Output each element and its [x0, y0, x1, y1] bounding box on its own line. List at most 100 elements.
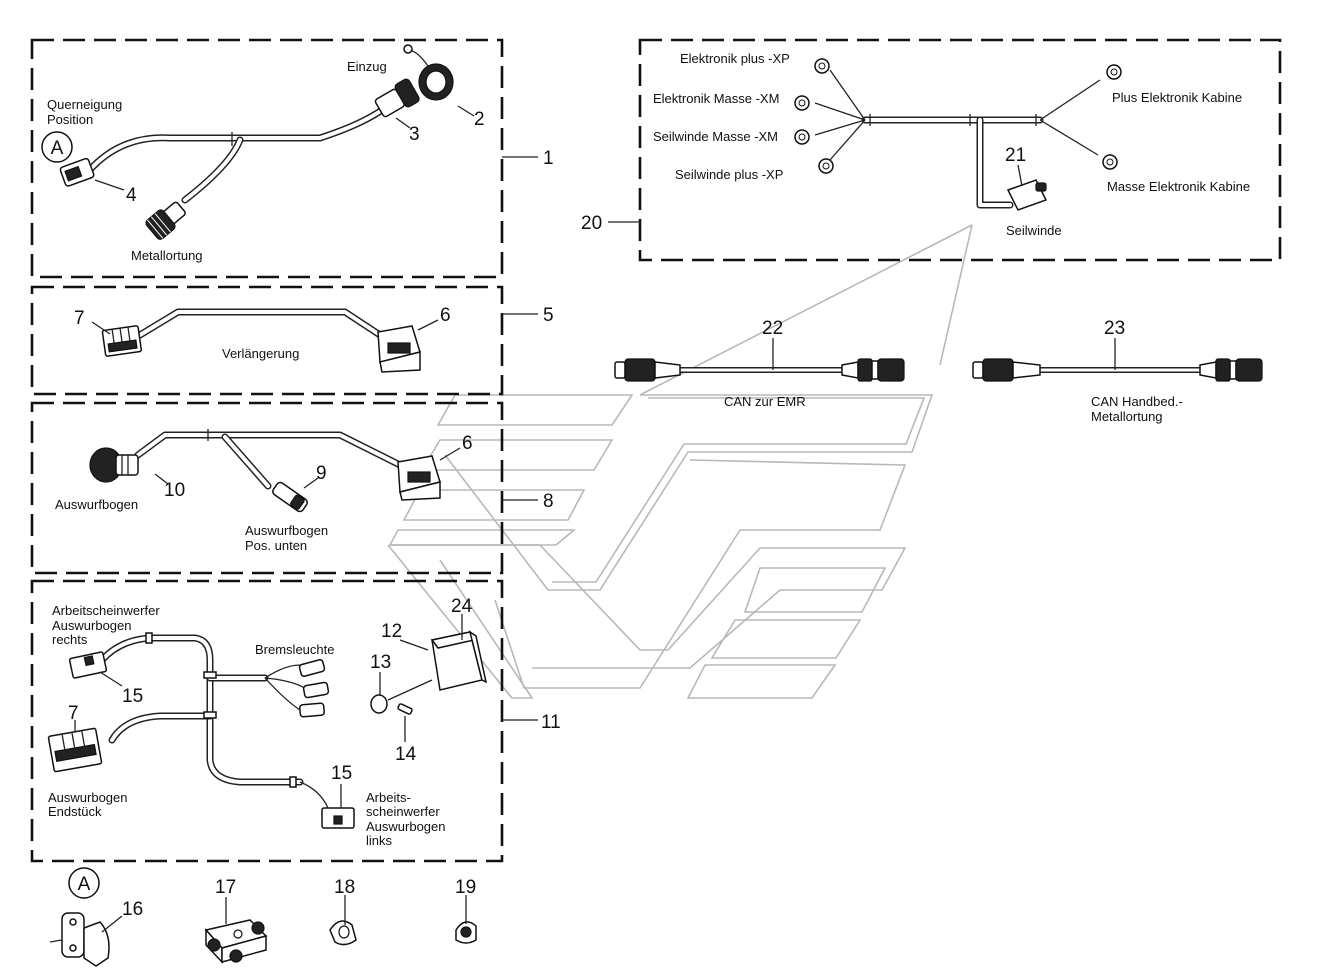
label-aw-links-2: scheinwerfer: [366, 804, 440, 819]
label-endstueck-2: Endstück: [48, 804, 102, 819]
fuse-holder-21: [1006, 179, 1048, 211]
label-querneigung: Querneigung: [47, 97, 122, 112]
can-cable-22: 22 CAN zur EMR: [614, 318, 905, 409]
label-auswurfbogen: Auswurfbogen: [55, 497, 138, 512]
ring-terminal-plus-kabine: [1106, 64, 1122, 80]
callout-15-lower: 15: [331, 763, 352, 784]
connector-7-lower: [47, 727, 103, 773]
label-elektronik-masse: Elektronik Masse -XM: [653, 91, 779, 106]
connector-4: [59, 157, 95, 187]
label-verlaengerung: Verlängerung: [222, 346, 299, 361]
callout-10: 10: [164, 480, 185, 501]
ring-terminal-elektronik-plus: [814, 58, 830, 74]
callout-15-upper: 15: [122, 686, 143, 707]
distributor-17: [204, 897, 268, 964]
callout-17: 17: [215, 877, 236, 898]
callout-19: 19: [455, 877, 476, 898]
can-cable-23: 23 CAN Handbed.- Metallortung: [972, 318, 1263, 424]
can-22-right-plug: [841, 358, 905, 382]
label-plus-kabine: Plus Elektronik Kabine: [1112, 90, 1242, 105]
metal-sensor-connector: [145, 201, 186, 240]
marker-a: A: [51, 138, 64, 159]
label-pos-unten: Pos. unten: [245, 538, 307, 553]
ring-terminal-masse-kabine: [1102, 154, 1118, 170]
label-aw-links-3: Auswurbogen: [366, 819, 446, 834]
ring-terminal-seilwinde-plus: [818, 158, 834, 174]
frame-1: [30, 38, 504, 279]
label-aw-rechts-1: Arbeitscheinwerfer: [52, 603, 160, 618]
harness-5: Verlängerung 7 6 5: [74, 305, 554, 373]
callout-7-lower: 7: [68, 703, 79, 724]
can-22-left-plug: [614, 358, 681, 382]
callout-9: 9: [316, 463, 327, 484]
label-auswurfbogen-unten: Auswurfbogen: [245, 523, 328, 538]
callout-21: 21: [1005, 145, 1026, 166]
label-seilwinde-plus: Seilwinde plus -XP: [675, 167, 783, 182]
brake-lamp-24: [430, 630, 488, 691]
harness-11: Arbeitscheinwerfer Auswurbogen rechts Br…: [47, 596, 561, 848]
frame-20: [638, 38, 1282, 262]
label-position: Position: [47, 112, 93, 127]
label-aw-links-1: Arbeits-: [366, 790, 411, 805]
callout-16: 16: [122, 899, 143, 920]
watermark-logo: [387, 224, 973, 699]
label-masse-kabine: Masse Elektronik Kabine: [1107, 179, 1250, 194]
can-23-right-plug: [1199, 358, 1263, 382]
label-einzug: Einzug: [347, 59, 387, 74]
callout-1: 1: [543, 148, 554, 169]
callout-2: 2: [474, 109, 485, 130]
label-aw-links-4: links: [366, 833, 393, 848]
frame-11: [30, 579, 504, 863]
label-seilwinde: Seilwinde: [1006, 223, 1062, 238]
callout-24: 24: [451, 596, 473, 617]
connector-10: [89, 447, 139, 483]
label-can-emr: CAN zur EMR: [724, 394, 806, 409]
spade-terminal-1: [298, 659, 326, 677]
frame-5: [30, 285, 504, 396]
label-aw-rechts-3: rechts: [52, 632, 88, 647]
label-elektronik-plus: Elektronik plus -XP: [680, 51, 790, 66]
label-endstueck-1: Auswurbogen: [48, 790, 128, 805]
connector-15-lower: [321, 807, 355, 829]
callout-6-lower: 6: [462, 433, 473, 454]
cap-2: [403, 44, 454, 101]
bulb-14: [397, 703, 413, 715]
loose-parts: A 16 17 18: [49, 867, 477, 967]
bulb-13: [370, 679, 433, 714]
label-can-hand-2: Metallortung: [1091, 409, 1163, 424]
callout-8: 8: [543, 491, 554, 512]
callout-3: 3: [409, 124, 420, 145]
clip-18: [329, 895, 357, 946]
can-23-left-plug: [972, 358, 1041, 382]
marker-a-lower-circle: [68, 867, 100, 899]
sensor-16: [49, 912, 123, 967]
connector-3: [374, 78, 420, 118]
callout-4: 4: [126, 185, 137, 206]
callout-13: 13: [370, 652, 391, 673]
callout-6-upper: 6: [440, 305, 451, 326]
callout-12: 12: [381, 621, 402, 642]
frame-8: [30, 401, 504, 575]
label-seilwinde-masse: Seilwinde Masse -XM: [653, 129, 778, 144]
ring-terminal-elektronik-masse: [794, 95, 810, 111]
callout-11: 11: [541, 712, 561, 733]
spade-terminal-3: [299, 702, 325, 718]
clip-19: [455, 895, 477, 944]
connector-15-upper: [68, 651, 108, 679]
frames: [30, 38, 1282, 863]
connector-6-upper: [377, 325, 421, 373]
callout-5: 5: [543, 305, 554, 326]
connector-9: [272, 481, 308, 513]
label-can-hand-1: CAN Handbed.-: [1091, 394, 1183, 409]
callout-7-upper: 7: [74, 308, 85, 329]
callout-14: 14: [395, 744, 417, 765]
callout-22: 22: [762, 318, 783, 339]
callout-20: 20: [581, 213, 602, 234]
marker-a-lower: A: [78, 874, 91, 895]
label-aw-rechts-2: Auswurbogen: [52, 618, 132, 633]
label-bremsleuchte: Bremsleuchte: [255, 642, 334, 657]
connector-6-lower: [397, 455, 441, 501]
callout-23: 23: [1104, 318, 1125, 339]
harness-1: A Einzug Querneigung Position Metallortu…: [41, 44, 554, 263]
